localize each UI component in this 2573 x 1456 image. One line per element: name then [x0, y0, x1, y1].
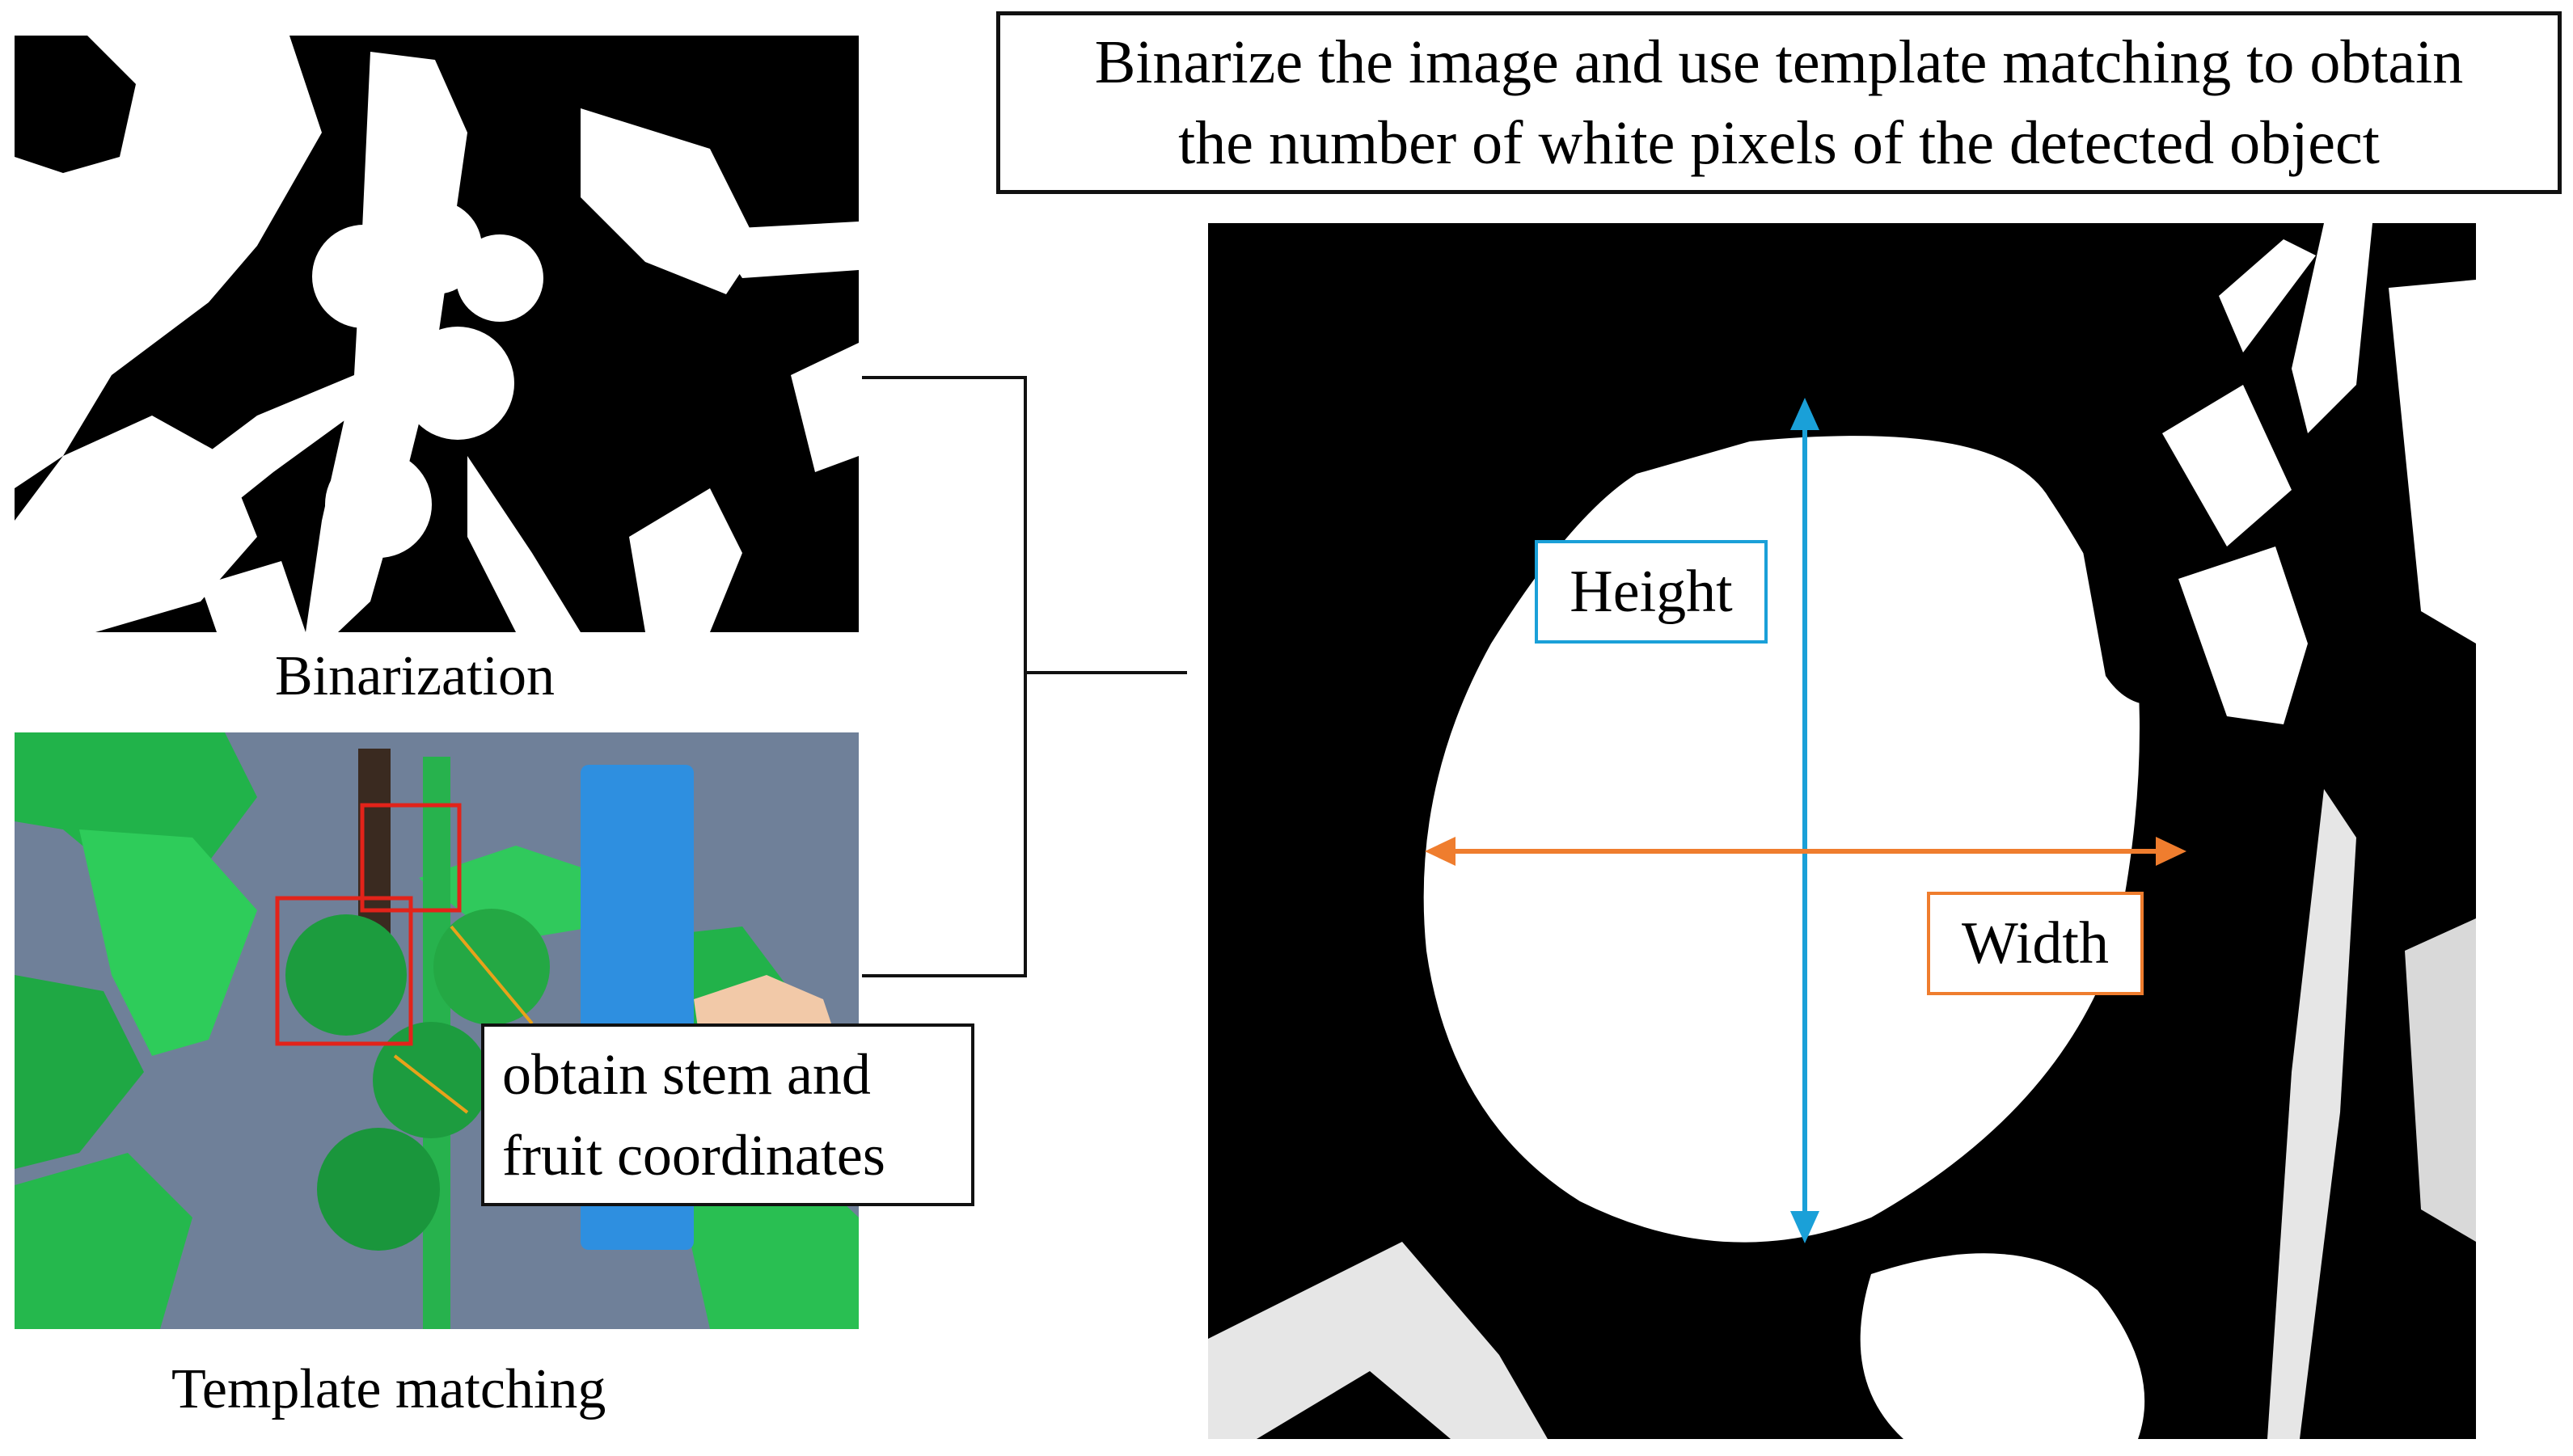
title-line-2: the number of white pixels of the detect… [1178, 109, 2380, 177]
title-line-1: Binarize the image and use template matc… [1094, 28, 2464, 96]
magnified-binary-fruit [1208, 223, 2476, 1439]
callout-line-1: obtain stem and [502, 1042, 871, 1107]
height-label: Height [1570, 558, 1733, 625]
title-box: Binarize the image and use template matc… [996, 11, 2562, 194]
callout-line-2: fruit coordinates [502, 1123, 885, 1188]
width-label-box: Width [1927, 892, 2144, 995]
coordinates-callout-box: obtain stem and fruit coordinates [481, 1023, 974, 1206]
binarized-plant-image [15, 36, 859, 632]
height-label-box: Height [1535, 540, 1768, 644]
template-matching-caption: Template matching [171, 1358, 606, 1420]
width-label: Width [1961, 909, 2109, 977]
binarization-caption: Binarization [275, 645, 556, 707]
